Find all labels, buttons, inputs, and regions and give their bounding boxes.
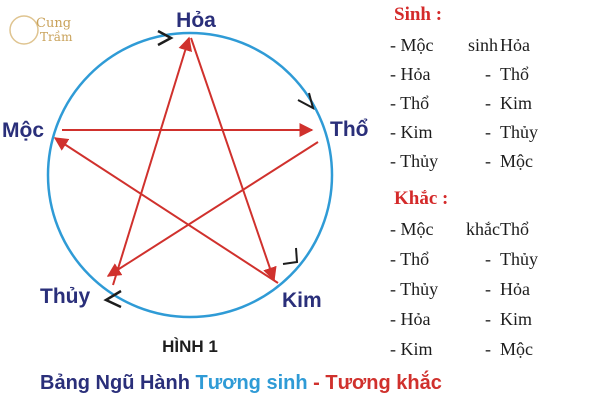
khac-row: - Thổ - Thủy bbox=[388, 249, 598, 273]
control-arrow-hoa-kim bbox=[190, 37, 277, 282]
sinh-row-to: Kim bbox=[500, 93, 533, 113]
khac-row-rel: - bbox=[485, 249, 491, 269]
khac-row-to: Mộc bbox=[500, 339, 533, 359]
control-arrow-kim-moc bbox=[53, 137, 279, 284]
sinh-row-to: Mộc bbox=[500, 151, 533, 171]
khac-row-from: - Kim bbox=[390, 339, 433, 359]
sinh-row-rel: sinh bbox=[467, 35, 498, 55]
sinh-row: - Thủy - Mộc bbox=[388, 151, 598, 175]
footer-part-1: Bảng Ngũ Hành bbox=[40, 372, 196, 394]
footer-part-4: Tương khắc bbox=[325, 370, 442, 394]
khac-row-from: - Mộc bbox=[390, 219, 434, 239]
khac-row-from: - Hỏa bbox=[390, 309, 431, 329]
sinh-row-from: - Thổ bbox=[390, 93, 430, 113]
sinh-row-to: Hỏa bbox=[500, 35, 530, 55]
footer-title: Bảng Ngũ Hành Tương sinh - Tương khắc bbox=[40, 370, 442, 394]
node-moc-label: Mộc bbox=[2, 119, 44, 142]
khac-row-to: Kim bbox=[500, 309, 533, 329]
khac-row-rel: - bbox=[485, 339, 491, 359]
logo-line-1: Cung bbox=[36, 16, 71, 31]
logo-line-2: Trầm bbox=[40, 29, 73, 44]
khac-row-to: Thủy bbox=[500, 249, 538, 269]
cycle-arrow-hoa-icon bbox=[157, 29, 174, 47]
node-thuy-label: Thủy bbox=[40, 285, 90, 308]
khac-row: - Kim - Mộc bbox=[388, 339, 598, 363]
cycle-arrow-thuy-icon bbox=[103, 289, 122, 309]
sinh-row: - Hỏa - Thổ bbox=[388, 64, 598, 88]
khac-row-rel: - bbox=[485, 309, 491, 329]
khac-row: - Hỏa - Kim bbox=[388, 309, 598, 333]
control-arrow-tho-thuy bbox=[106, 141, 319, 277]
khac-title: Khắc : bbox=[394, 188, 449, 209]
sinh-row-rel: - bbox=[485, 151, 491, 171]
footer-part-2: Tương sinh bbox=[196, 372, 308, 394]
khac-row: - Thủy - Hỏa bbox=[388, 279, 598, 303]
sinh-row-rel: - bbox=[485, 64, 491, 84]
node-kim-label: Kim bbox=[282, 289, 322, 312]
khac-row-to: Thổ bbox=[500, 219, 529, 239]
khac-row-to: Hỏa bbox=[500, 279, 530, 299]
sinh-row-from: - Hỏa bbox=[390, 64, 431, 84]
sinh-row-rel: - bbox=[485, 93, 491, 113]
sinh-row-to: Thủy bbox=[500, 122, 538, 142]
cung-tram-logo: Cung Trầm bbox=[9, 15, 73, 45]
khac-row-from: - Thổ bbox=[390, 249, 430, 269]
sinh-row-from: - Thủy bbox=[390, 151, 439, 171]
sinh-row-from: - Mộc bbox=[390, 35, 434, 55]
sinh-row-from: - Kim bbox=[390, 122, 433, 142]
sinh-row-rel: - bbox=[485, 122, 491, 142]
generation-circle bbox=[46, 31, 334, 319]
khac-row-rel: khắc bbox=[466, 219, 500, 239]
sinh-title: Sinh : bbox=[394, 4, 443, 25]
sinh-row: - Kim - Thủy bbox=[388, 122, 598, 146]
sinh-row: - Mộc sinh Hỏa bbox=[388, 35, 598, 59]
node-hoa-label: Hỏa bbox=[176, 9, 216, 32]
khac-row: - Mộc khắc Thổ bbox=[388, 219, 598, 243]
node-tho-label: Thổ bbox=[330, 118, 368, 141]
figure-label: HÌNH 1 bbox=[162, 337, 218, 356]
logo-ring-icon bbox=[9, 15, 39, 45]
footer-part-3: - bbox=[308, 372, 326, 394]
sinh-row-to: Thổ bbox=[500, 64, 529, 84]
cycle-arrow-tho-icon bbox=[297, 92, 315, 110]
khac-row-rel: - bbox=[485, 279, 491, 299]
cycle-arrow-kim-icon bbox=[282, 247, 299, 265]
sinh-row: - Thổ - Kim bbox=[388, 93, 598, 117]
khac-row-from: - Thủy bbox=[390, 279, 439, 299]
control-arrow-thuy-hoa bbox=[112, 36, 192, 286]
